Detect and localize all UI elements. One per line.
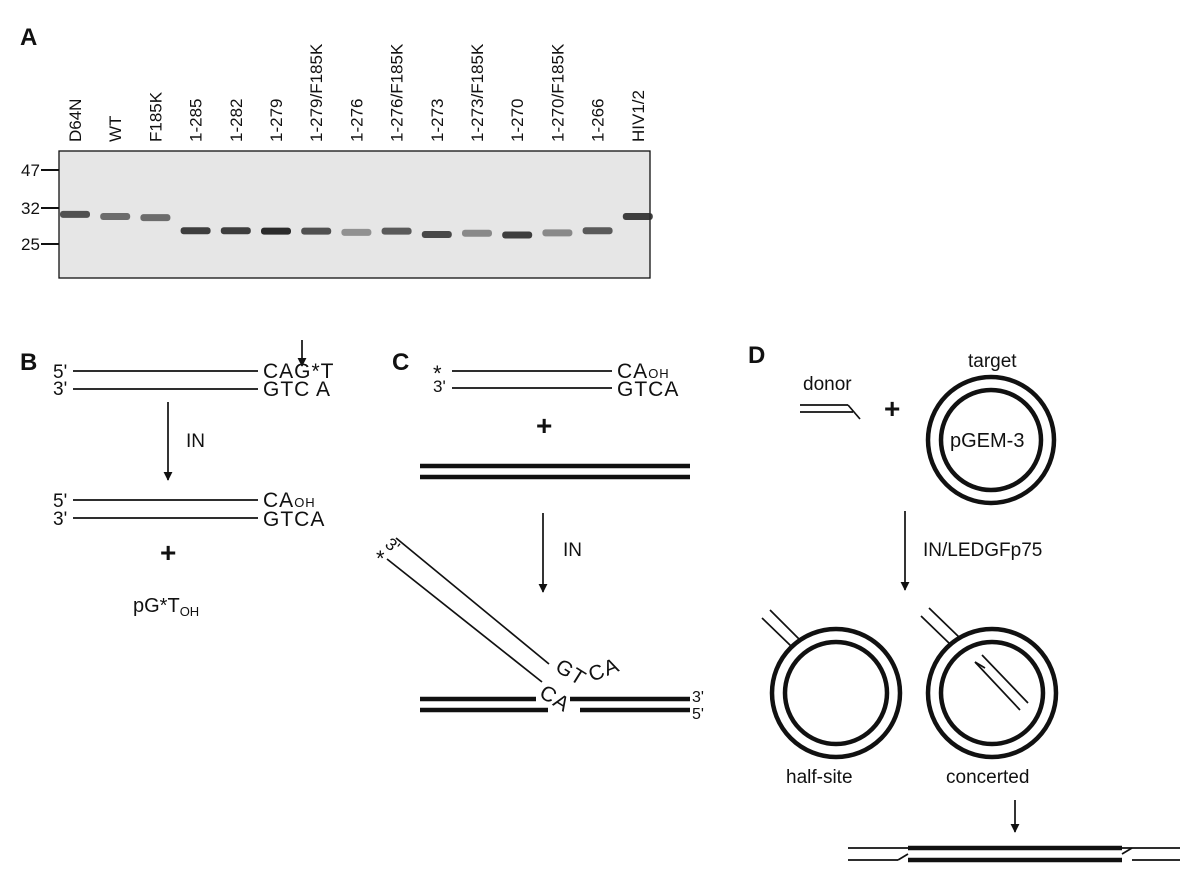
- panel-label-c: C: [392, 349, 409, 376]
- inserted-donor-strand-1: [395, 537, 550, 665]
- enzyme-label-c: IN: [563, 540, 582, 561]
- inserted-donor-strand-2: [386, 558, 543, 683]
- product-bottom-sequence: GTCA: [263, 508, 325, 531]
- lane-label: 1-273/F185K: [468, 43, 487, 142]
- panel-c-donor: * 3' CAOH GTCA: [433, 360, 679, 401]
- gel-band: [100, 213, 131, 221]
- plasmid-label: pGEM-3: [950, 430, 1024, 452]
- strand-3prime-label: 3': [53, 379, 67, 400]
- donor-top-subscript: OH: [648, 366, 670, 381]
- mw-markers: 47 32 25: [21, 161, 59, 254]
- product-3prime-c: 3': [382, 534, 404, 557]
- panel-label-d: D: [748, 342, 765, 369]
- lane-label: 1-279/F185K: [307, 43, 326, 142]
- mw-label-47: 47: [21, 161, 40, 180]
- lane-label: 1-279: [267, 99, 286, 142]
- linear-integration-product: [848, 845, 1180, 863]
- panel-b-substrate: 5' 3' CAG*T GTC A: [53, 340, 335, 401]
- lane-labels: D64N WT F185K 1-285 1-282 1-279 1-279/F185K 1-2…: [66, 43, 648, 142]
- label-star-c: *: [433, 361, 442, 386]
- product-seq-subscript: OH: [294, 495, 316, 510]
- target-label: target: [968, 351, 1017, 372]
- target-5prime-label: 5': [692, 706, 704, 723]
- panel-label-b: B: [20, 349, 37, 376]
- donor-top-sequence: CAOH: [617, 360, 670, 383]
- product-ca-upper: CA: [585, 654, 623, 687]
- plus-sign-d: +: [884, 393, 900, 424]
- gel-band: [462, 229, 492, 237]
- released-dinucleotide: pG*TOH: [133, 595, 199, 619]
- gel-band: [220, 227, 251, 235]
- enzyme-label-b: IN: [186, 431, 205, 452]
- lane-label: 1-276: [347, 99, 366, 142]
- lane-label: 1-285: [187, 99, 206, 142]
- released-subscript: OH: [180, 604, 200, 619]
- released-label: pG*T: [133, 595, 180, 617]
- lane-label: F185K: [146, 91, 165, 142]
- gel-band: [140, 214, 171, 222]
- target-plasmid: [925, 374, 1057, 506]
- lane-label: WT: [106, 116, 125, 142]
- gel-band: [542, 229, 573, 237]
- product-gt: GT: [551, 655, 590, 691]
- gel-band: [180, 227, 211, 235]
- mw-label-32: 32: [21, 199, 40, 218]
- gel-band: [502, 231, 533, 239]
- mw-label-25: 25: [21, 235, 40, 254]
- gel-band: [341, 228, 372, 236]
- gel-bands: [60, 210, 653, 239]
- donor-label: donor: [803, 374, 852, 395]
- half-site-product: [761, 609, 903, 760]
- gel-band: [60, 210, 90, 218]
- gel-band: [421, 231, 452, 239]
- donor-bottom-sequence: GTCA: [617, 378, 679, 401]
- donor-top-seq: CA: [617, 360, 648, 383]
- donor-dna-icon: [800, 404, 861, 420]
- enzyme-label-d: IN/LEDGFp75: [923, 540, 1042, 561]
- lane-label: 1-282: [227, 99, 246, 142]
- lane-label: 1-270: [508, 99, 527, 142]
- donor-3prime-label: 3': [433, 377, 446, 396]
- product-5prime-label: 5': [53, 491, 67, 512]
- product-star-c: *: [376, 546, 385, 571]
- lane-label: 1-270/F185K: [548, 43, 567, 142]
- panel-c-product: * 3' GT CA CA 3' 5': [376, 534, 704, 723]
- top-sequence: CAG*T: [263, 360, 335, 383]
- lane-label: HIV1/2: [629, 90, 648, 142]
- gel-band: [301, 227, 332, 235]
- half-site-label: half-site: [786, 767, 853, 788]
- lane-label: 1-266: [589, 99, 608, 142]
- lane-label: D64N: [66, 99, 85, 142]
- gel-band: [261, 227, 291, 235]
- bottom-sequence: GTC A: [263, 378, 331, 401]
- product-3prime-label: 3': [53, 509, 67, 530]
- lane-label: 1-276/F185K: [388, 43, 407, 142]
- plus-sign-c: +: [536, 410, 552, 441]
- concerted-label: concerted: [946, 767, 1029, 788]
- panel-label-a: A: [20, 24, 37, 51]
- product-seq: CA: [263, 489, 294, 512]
- target-3prime-label: 3': [692, 689, 704, 706]
- product-top-sequence: CAOH: [263, 489, 316, 512]
- concerted-product: [920, 607, 1059, 760]
- panel-b-product: 5' 3' CAOH GTCA: [53, 489, 325, 531]
- strand-5prime-label: 5': [53, 362, 67, 383]
- plus-sign-b: +: [160, 537, 176, 568]
- gel-band: [582, 227, 613, 235]
- gel-band: [622, 213, 653, 221]
- gel-band: [381, 227, 412, 235]
- lane-label: 1-273: [428, 99, 447, 142]
